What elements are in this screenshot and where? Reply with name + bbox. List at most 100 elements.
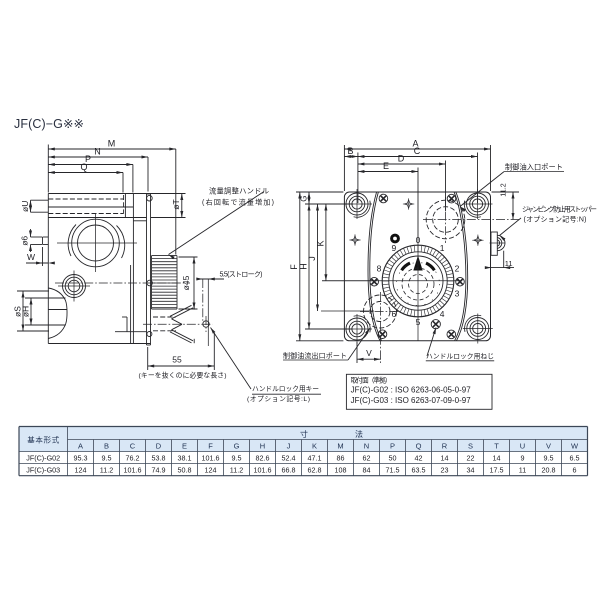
svg-text:47.1: 47.1	[308, 454, 322, 463]
svg-text:(オプション記号:N): (オプション記号:N)	[524, 215, 587, 224]
svg-text:U: U	[520, 441, 525, 450]
svg-text:5.5(ストローク): 5.5(ストローク)	[220, 271, 263, 279]
svg-text:法: 法	[355, 429, 363, 439]
svg-text:4: 4	[440, 309, 445, 319]
svg-text:JF(C)-G02: JF(C)-G02	[26, 454, 60, 463]
svg-text:ハンドルロック用ねじ: ハンドルロック用ねじ	[426, 353, 494, 361]
svg-text:B: B	[347, 146, 353, 156]
svg-text:8: 8	[377, 263, 382, 273]
svg-text:22: 22	[467, 454, 475, 463]
svg-text:101.6: 101.6	[254, 466, 272, 475]
svg-text:55: 55	[172, 355, 182, 365]
svg-text:JF(C)-G02 : ISO 6263-06-05-0-9: JF(C)-G02 : ISO 6263-06-05-0-97	[351, 386, 472, 395]
svg-text:J: J	[307, 256, 317, 261]
svg-text:74.9: 74.9	[152, 466, 166, 475]
svg-text:11: 11	[505, 259, 513, 268]
svg-text:D: D	[398, 153, 405, 163]
svg-text:G: G	[299, 195, 308, 201]
svg-text:øH: øH	[21, 306, 31, 317]
svg-text:流量調整ハンドル: 流量調整ハンドル	[209, 187, 269, 196]
svg-text:N: N	[94, 146, 101, 156]
svg-text:øT: øT	[171, 199, 181, 209]
svg-text:76.2: 76.2	[126, 454, 140, 463]
svg-text:ø45: ø45	[181, 275, 191, 290]
svg-text:ジャンピング防止用ストッパー: ジャンピング防止用ストッパー	[522, 205, 597, 214]
svg-text:W: W	[571, 441, 579, 450]
svg-text:基本形式: 基本形式	[27, 434, 59, 444]
svg-text:71.5: 71.5	[386, 466, 400, 475]
svg-text:寸: 寸	[300, 429, 308, 439]
svg-text:制御油流出口ポート: 制御油流出口ポート	[283, 351, 347, 360]
svg-text:C: C	[414, 146, 421, 156]
svg-text:124: 124	[75, 466, 87, 475]
svg-text:2: 2	[455, 263, 460, 273]
svg-text:20.8: 20.8	[542, 466, 556, 475]
svg-text:P: P	[85, 154, 91, 164]
svg-text:9.5: 9.5	[232, 454, 242, 463]
svg-text:制御油入口ポート: 制御油入口ポート	[505, 163, 563, 172]
svg-text:M: M	[108, 138, 116, 148]
svg-text:A: A	[78, 441, 83, 450]
svg-text:108: 108	[335, 466, 347, 475]
svg-text:H: H	[260, 441, 265, 450]
svg-text:F: F	[289, 264, 299, 270]
svg-text:(キーを抜くのに必要な長さ): (キーを抜くのに必要な長さ)	[139, 371, 227, 380]
svg-text:42: 42	[415, 454, 423, 463]
svg-text:Q: Q	[416, 441, 422, 450]
svg-text:K: K	[315, 240, 325, 246]
svg-text:1: 1	[440, 243, 445, 253]
svg-text:JF(C)−G※※: JF(C)−G※※	[14, 117, 84, 131]
svg-text:9: 9	[521, 454, 525, 463]
svg-text:23: 23	[441, 466, 449, 475]
svg-text:H: H	[298, 263, 308, 270]
svg-text:82.6: 82.6	[256, 454, 270, 463]
svg-text:52.4: 52.4	[282, 454, 296, 463]
svg-text:62.8: 62.8	[308, 466, 322, 475]
svg-text:101.6: 101.6	[124, 466, 142, 475]
svg-text:C: C	[130, 441, 136, 450]
svg-text:JF(C)-G03: JF(C)-G03	[26, 466, 60, 475]
svg-text:11.2: 11.2	[230, 466, 243, 475]
svg-text:D: D	[156, 441, 162, 450]
svg-text:11.2: 11.2	[100, 466, 113, 475]
svg-text:B: B	[104, 441, 109, 450]
svg-text:53.8: 53.8	[152, 454, 166, 463]
svg-text:(オプション記号:L): (オプション記号:L)	[247, 394, 310, 403]
svg-text:95.3: 95.3	[74, 454, 88, 463]
svg-text:6: 6	[573, 466, 577, 475]
svg-text:50.8: 50.8	[178, 466, 192, 475]
svg-text:3: 3	[455, 289, 460, 299]
svg-text:34: 34	[467, 466, 475, 475]
svg-text:124: 124	[205, 466, 217, 475]
svg-text:9.5: 9.5	[544, 454, 554, 463]
svg-text:øS: øS	[12, 306, 22, 317]
svg-text:ハンドルロック用キー: ハンドルロック用キー	[252, 385, 319, 393]
svg-text:P: P	[390, 441, 395, 450]
svg-text:66.8: 66.8	[282, 466, 296, 475]
svg-text:17.5: 17.5	[490, 466, 504, 475]
svg-text:S: S	[468, 441, 473, 450]
svg-text:W: W	[27, 252, 35, 262]
svg-text:øU: øU	[20, 201, 30, 212]
svg-text:R: R	[442, 441, 448, 450]
svg-text:14: 14	[441, 454, 449, 463]
svg-text:86: 86	[337, 454, 345, 463]
svg-text:JF(C)-G03 : ISO 6263-07-09-0-9: JF(C)-G03 : ISO 6263-07-09-0-97	[351, 396, 472, 405]
svg-text:6.5: 6.5	[570, 454, 580, 463]
svg-text:ø6: ø6	[20, 236, 30, 246]
svg-text:14: 14	[493, 454, 501, 463]
svg-text:E: E	[383, 161, 389, 171]
svg-text:A: A	[412, 138, 418, 148]
svg-text:63.5: 63.5	[412, 466, 426, 475]
svg-text:50: 50	[389, 454, 397, 463]
svg-text:11.2: 11.2	[499, 183, 508, 196]
svg-text:E: E	[182, 441, 187, 450]
svg-text:K: K	[312, 441, 317, 450]
svg-text:Q: Q	[80, 162, 87, 172]
svg-text:9: 9	[392, 243, 397, 253]
svg-text:V: V	[546, 441, 551, 450]
svg-text:T: T	[494, 441, 499, 450]
svg-text:9.5: 9.5	[102, 454, 112, 463]
svg-text:N: N	[364, 441, 369, 450]
svg-text:M: M	[337, 441, 343, 450]
